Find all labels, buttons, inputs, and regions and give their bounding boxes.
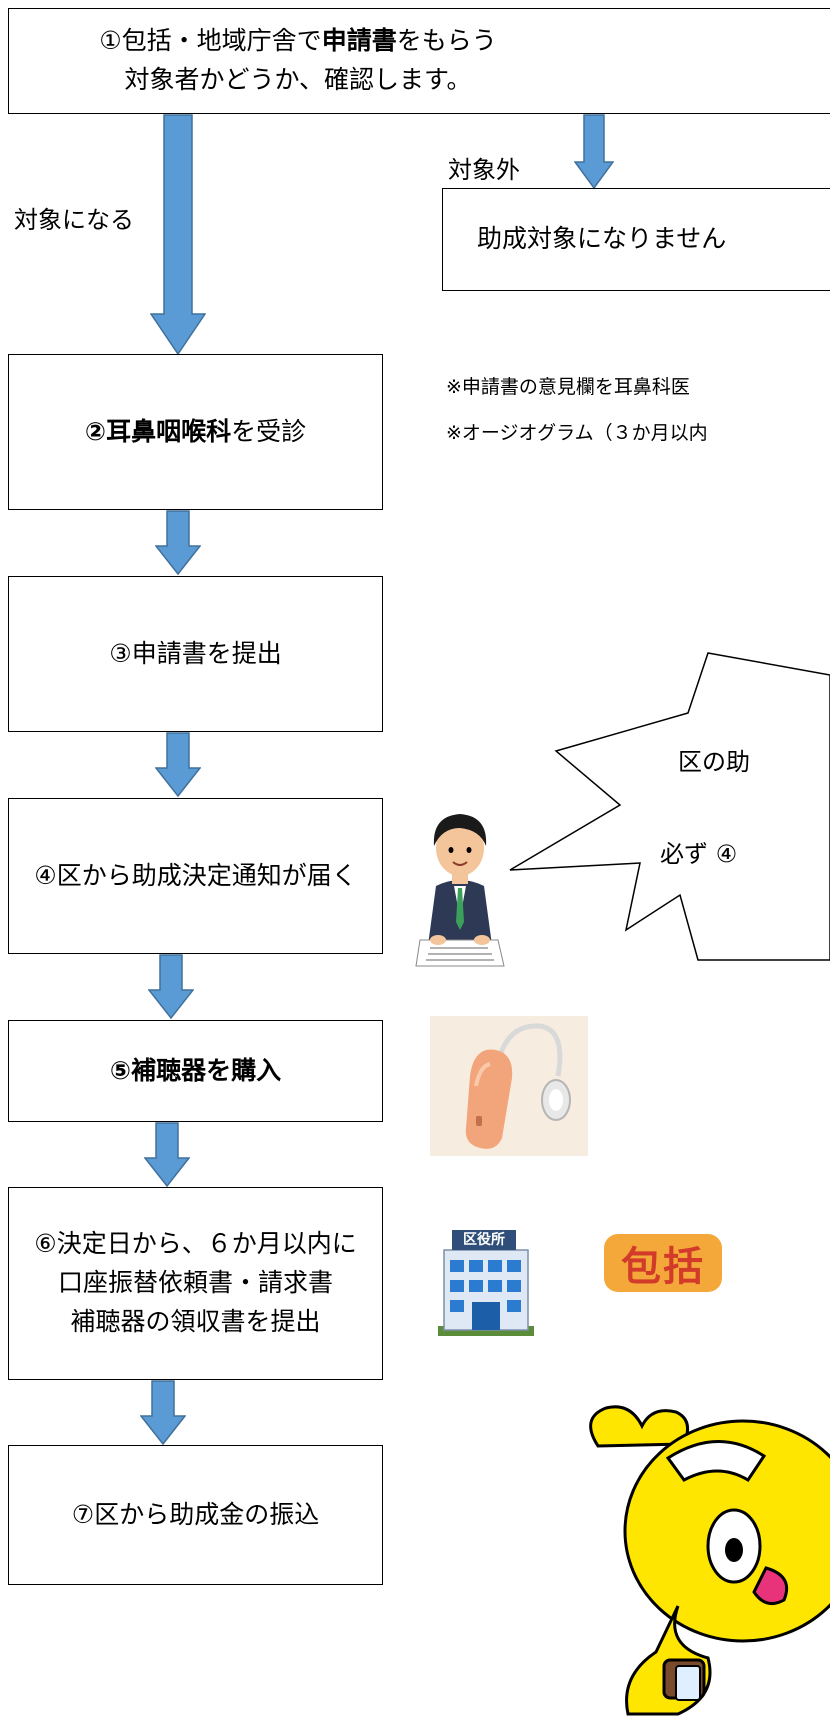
step2-note-1: ※申請書の意見欄を耳鼻科医 xyxy=(446,376,690,398)
step1-line1-bold: 申請書 xyxy=(321,26,397,56)
hearing-aid-illustration xyxy=(430,1016,588,1156)
step2-box: ②耳鼻咽喉科を受診 xyxy=(8,354,383,510)
not-eligible-box: 助成対象になりません xyxy=(442,188,830,291)
houkatsu-badge: 包括 xyxy=(604,1234,722,1292)
step7-box: ⑦区から助成金の振込 xyxy=(8,1445,383,1585)
arrow-step2-to-step3 xyxy=(155,510,201,576)
step2-bold: ②耳鼻咽喉科 xyxy=(84,416,232,446)
step4-box: ④区から助成決定通知が届く xyxy=(8,798,383,954)
arrow-step6-to-step7 xyxy=(140,1380,186,1446)
burst-line1: 区の助 xyxy=(678,748,750,776)
step5-box: ⑤補聴器を購入 xyxy=(8,1020,383,1122)
burst-line2: 必ず ④ xyxy=(660,840,738,868)
step2-rest: を受診 xyxy=(231,416,307,446)
burst-callout xyxy=(509,652,830,961)
step6-line1: ⑥決定日から、６か月以内に xyxy=(34,1229,357,1259)
step1-line1-pre: ①包括・地域庁舎で xyxy=(99,26,322,56)
arrow-step3-to-step4 xyxy=(155,732,201,798)
step5-text: ⑤補聴器を購入 xyxy=(109,1055,282,1085)
step7-text: ⑦区から助成金の振込 xyxy=(71,1499,320,1529)
building-sign-text: 区役所 xyxy=(463,1232,505,1248)
step6-box: ⑥決定日から、６か月以内に 口座振替依頼書・請求書 補聴器の領収書を提出 xyxy=(8,1187,383,1380)
branch-yes-label: 対象になる xyxy=(14,206,134,234)
arrow-step5-to-step6 xyxy=(144,1122,190,1188)
step4-text: ④区から助成決定通知が届く xyxy=(34,860,357,890)
step1-line1-post: をもらう xyxy=(396,26,497,56)
houkatsu-badge-text: 包括 xyxy=(621,1244,705,1290)
step1-box: ①包括・地域庁舎で申請書をもらう 対象者かどうか、確認します。 xyxy=(8,8,830,114)
step3-text: ③申請書を提出 xyxy=(109,638,282,668)
step2-text: ②耳鼻咽喉科を受診 xyxy=(85,413,306,452)
branch-no-label: 対象外 xyxy=(448,156,520,184)
building-icon xyxy=(438,1230,534,1336)
arrow-step1-to-step2 xyxy=(150,114,206,356)
step1-line1: ①包括・地域庁舎で申請書をもらう xyxy=(99,22,496,61)
officer-illustration xyxy=(415,814,505,967)
step6-line2: 口座振替依頼書・請求書 xyxy=(57,1268,333,1298)
city-office-illustration: 区役所 xyxy=(430,1226,542,1338)
arrow-step1-to-not-eligible xyxy=(574,114,614,190)
step3-box: ③申請書を提出 xyxy=(8,576,383,732)
step6-line3: 補聴器の領収書を提出 xyxy=(70,1306,321,1336)
step2-note-2: ※オージオグラム（３か月以内 xyxy=(446,422,708,444)
not-eligible-text: 助成対象になりません xyxy=(477,224,727,254)
mascot-illustration xyxy=(589,1405,830,1716)
step1-line2: 対象者かどうか、確認します。 xyxy=(124,65,472,94)
arrow-step4-to-step5 xyxy=(148,954,194,1020)
